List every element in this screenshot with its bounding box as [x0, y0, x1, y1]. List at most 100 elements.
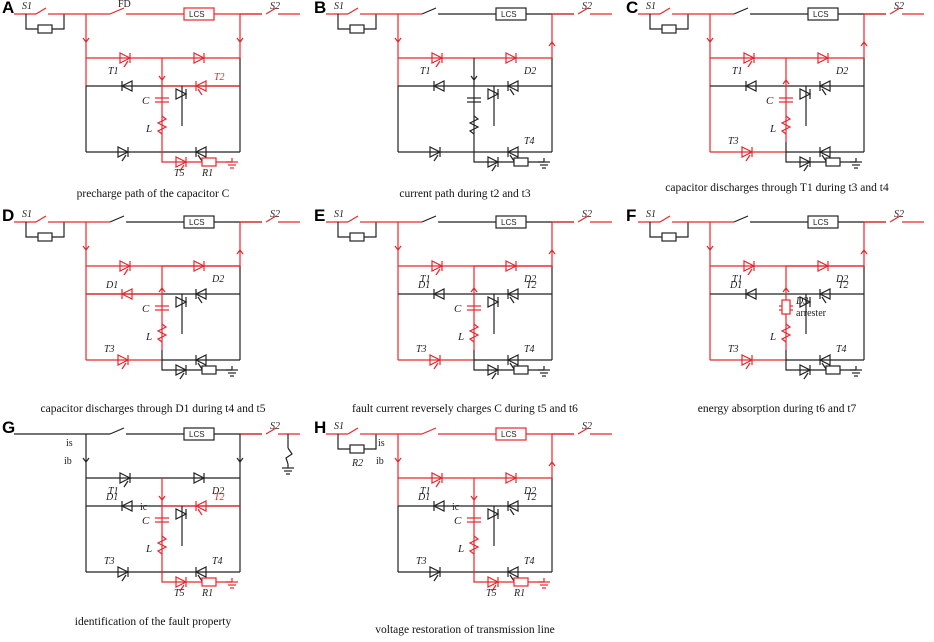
l-label: L	[457, 543, 464, 555]
t2-thyristor	[506, 500, 519, 516]
panel-label: G	[2, 418, 16, 437]
diode-body	[487, 156, 500, 168]
t3-thyristor	[429, 566, 442, 582]
diode-body	[799, 88, 812, 100]
t1-label: T1	[732, 274, 743, 285]
current-arrow	[470, 75, 478, 81]
t5-thyristor	[487, 364, 500, 380]
diode-body	[429, 146, 442, 158]
s1-switch	[347, 427, 359, 435]
l-label: L	[769, 331, 776, 343]
t2-thyristor	[194, 80, 207, 96]
diode-body	[506, 566, 519, 578]
diode-body	[487, 88, 500, 100]
c-label: C	[142, 303, 150, 315]
t5-thyristor	[175, 576, 188, 592]
diode-body	[119, 472, 132, 484]
c-label: C	[142, 95, 150, 107]
r1-resistor	[201, 577, 217, 587]
arrester-label: arrester	[796, 308, 827, 319]
inductor-symbol	[156, 535, 168, 555]
panel-caption: capacitor discharges through D1 during t…	[40, 403, 266, 415]
s1-label: S1	[334, 209, 344, 220]
panel-caption: energy absorption during t6 and t7	[697, 403, 857, 415]
r1-resistor	[825, 365, 841, 375]
diode-body	[119, 52, 132, 64]
fault-bolt	[285, 447, 293, 465]
current-arrow	[394, 37, 402, 43]
diode-body	[818, 288, 831, 300]
current-arrow	[548, 249, 556, 255]
snubber-diode	[175, 88, 188, 100]
snubber-diode	[487, 88, 500, 100]
diode-body	[194, 566, 207, 578]
t1-thyristor	[743, 52, 756, 68]
diode-body	[487, 296, 500, 308]
t3-thyristor	[429, 146, 442, 162]
inductor-symbol	[468, 535, 480, 555]
d2-diode	[193, 472, 206, 484]
d1-label: D1	[417, 280, 430, 291]
bypass-wire	[676, 222, 689, 238]
bypass-wire	[364, 222, 377, 238]
current-arrow	[782, 79, 790, 85]
t3-label: T3	[728, 344, 739, 355]
diode-body	[818, 146, 831, 158]
thyristor-gate	[491, 584, 497, 592]
diode-body	[506, 354, 519, 366]
diode-body	[117, 354, 130, 366]
diode-body	[432, 500, 445, 512]
t2-label: T2	[838, 280, 849, 291]
bypass-resistor	[349, 24, 365, 34]
inductor-symbol	[156, 115, 168, 135]
s1-switch	[347, 215, 359, 223]
mechanical-switch	[421, 427, 437, 435]
t1-label: T1	[420, 66, 431, 77]
s1-label: S1	[334, 421, 344, 432]
t2-thyristor	[194, 500, 207, 516]
diode-body	[744, 80, 757, 92]
bypass-wire	[337, 14, 350, 30]
panel-label: A	[2, 0, 15, 17]
diode-body	[194, 288, 207, 300]
s1-switch	[347, 7, 359, 15]
panel-label: D	[2, 206, 15, 225]
thyristor-gate	[509, 362, 515, 370]
t5-thyristor	[799, 364, 812, 380]
current-arrow	[706, 37, 714, 43]
r1-label: R1	[513, 588, 525, 599]
bypass-wire	[25, 222, 38, 238]
diode-body	[432, 80, 445, 92]
d2-label: D2	[835, 66, 848, 77]
bypass-wire	[364, 434, 377, 450]
t1-label: T1	[420, 274, 431, 285]
current-arrow	[706, 245, 714, 251]
l-label: L	[145, 123, 152, 135]
s2-switch	[265, 427, 277, 435]
r1-resistor	[513, 365, 529, 375]
thyristor-gate	[745, 154, 751, 162]
t5-thyristor	[487, 576, 500, 592]
r1-label: R1	[201, 588, 213, 599]
thyristor-gate	[747, 60, 753, 68]
thyristor-gate	[121, 362, 127, 370]
arrester-symbol	[781, 299, 791, 315]
panel-label: F	[626, 206, 637, 225]
s2-switch	[577, 215, 589, 223]
lcs-label: LCS	[813, 10, 829, 19]
thyristor-gate	[435, 268, 441, 276]
current-arrow	[158, 287, 166, 293]
t5-thyristor	[175, 364, 188, 380]
current-arrow	[394, 245, 402, 251]
t3-label: T3	[416, 556, 427, 567]
panel-label: B	[314, 0, 327, 17]
s2-switch	[265, 215, 277, 223]
current-arrow	[470, 495, 478, 501]
